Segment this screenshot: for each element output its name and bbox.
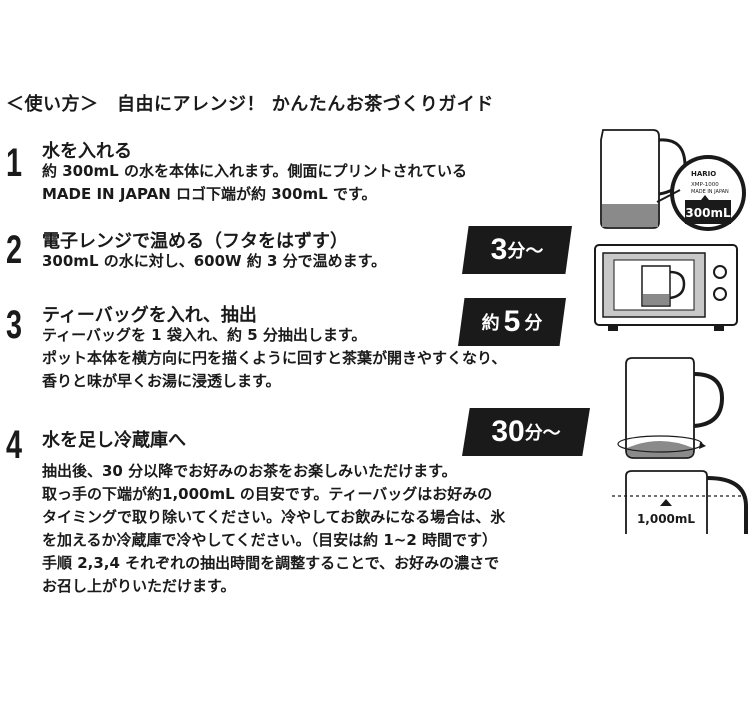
badge-unit: 分 [524,313,543,334]
badge-unit: 分〜 [507,241,544,262]
step-heading: 電子レンジで温める（フタをはずす） [42,231,348,252]
pitcher-steeping-illustration [617,357,725,459]
dial-icon [713,287,727,301]
step-number: 1 [6,141,23,185]
step-line: 300mL の水に対し、600W 約 3 分で温めます。 [42,252,387,270]
step-line: 取っ手の下端が約1,000mL の目安です。ティーバッグはお好みの [42,485,493,503]
step-body: 約 300mL の水を本体に入れます。側面にプリントされている MADE IN … [42,160,467,206]
step-line: ポット本体を横方向に円を描くように回すと茶葉が開きやすくなり、 [42,349,507,367]
model-text: XMP-1000 [691,182,719,188]
step-line: 約 300mL の水を本体に入れます。側面にプリントされている [42,162,467,180]
pitcher-1000ml-illustration: 1,000mL [612,470,748,534]
dial-icon [713,265,727,279]
step-line: タイミングで取り除いてください。冷やしてお飲みになる場合は、氷 [42,508,506,526]
step-number: 4 [6,423,23,467]
badge-unit: 分〜 [524,423,561,444]
step-heading: ティーバッグを入れ、抽出 [42,305,257,326]
badge-value: 3 [490,233,508,266]
callout-1000-text: 1,000mL [637,512,695,526]
time-badge: 約 5 分 [458,298,566,346]
step-line: 手順 2,3,4 それぞれの抽出時間を調整することで、お好みの濃さで [42,554,500,572]
step-line: 抽出後、30 分以降でお好みのお茶をお楽しみいただけます。 [42,462,457,480]
microwave-illustration [594,244,738,331]
brand-text: HARIO [691,170,716,178]
step-body: 抽出後、30 分以降でお好みのお茶をお楽しみいただけます。 取っ手の下端が約1,… [42,460,505,598]
pitcher-300ml-illustration: HARIO XMP-1000 MADE IN JAPAN 300mL [600,129,746,231]
step-heading: 水を足し冷蔵庫へ [42,430,186,451]
step-line: 香りと味が早くお湯に浸透します。 [42,372,281,390]
step-heading: 水を入れる [42,141,132,162]
badge-value: 30 [491,415,525,448]
step-body: ティーバッグを 1 袋入れ、約 5 分抽出します。 ポット本体を横方向に円を描く… [42,324,506,393]
badge-value: 5 [503,305,521,338]
page-title: ＜使い方＞ 自由にアレンジ！ かんたんお茶づくりガイド [6,94,494,115]
badge-prefix: 約 [481,313,500,334]
water-level [602,204,658,227]
time-badge: 30 分〜 [462,408,590,456]
made-in-text: MADE IN JAPAN [691,189,729,195]
step-line: MADE IN JAPAN ロゴ下端が約 300mL です。 [42,185,377,203]
step-body: 300mL の水に対し、600W 約 3 分で温めます。 [42,250,386,273]
callout-300-text: 300mL [685,206,731,220]
step-line: を加えるか冷蔵庫で冷やしてください。（目安は約 1~2 時間です） [42,531,498,549]
step-line: お召し上がりいただけます。 [42,577,236,595]
time-badge: 3 分〜 [462,226,572,274]
step-line: ティーバッグを 1 袋入れ、約 5 分抽出します。 [42,326,367,344]
step-number: 2 [6,228,23,272]
step-number: 3 [6,303,23,347]
